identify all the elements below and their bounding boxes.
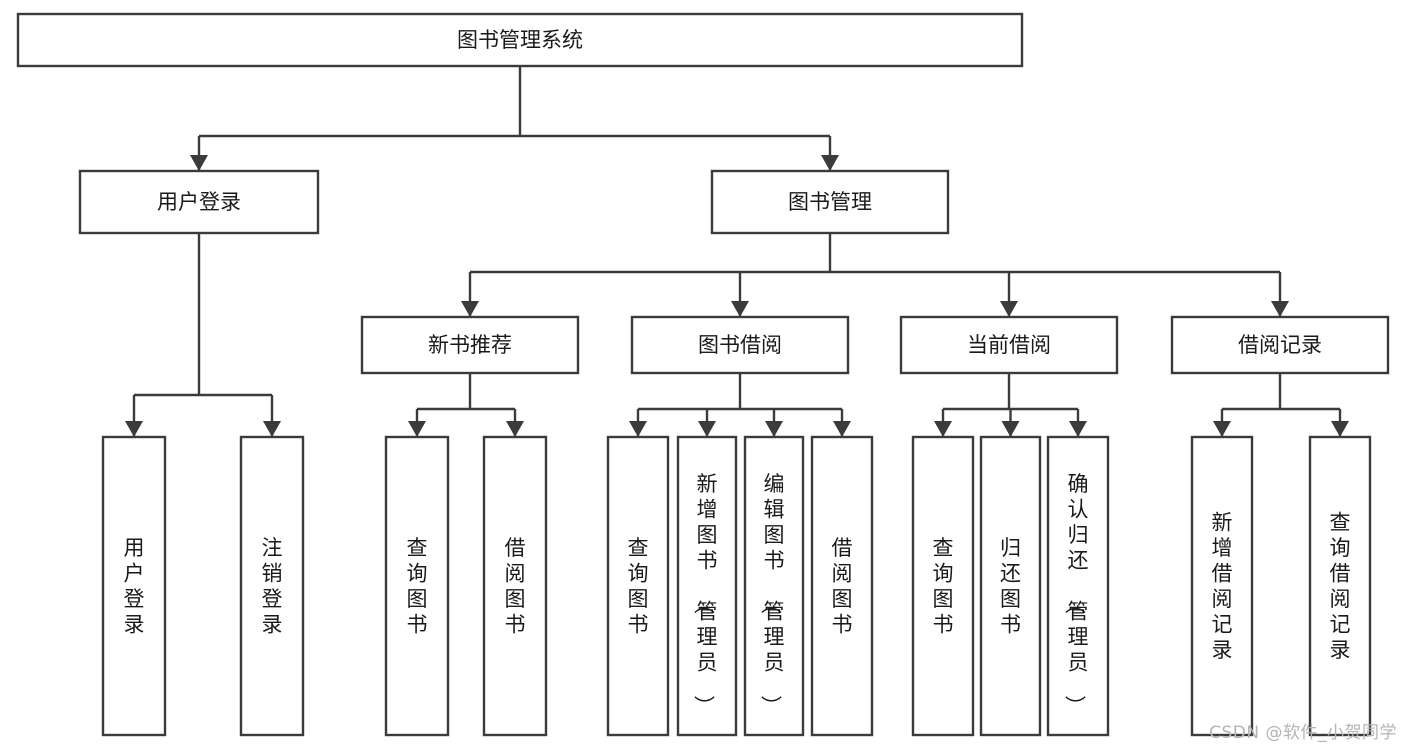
node-leaf-6-编辑图书管理员[interactable]: 编辑图书（管理员）	[743, 435, 805, 737]
arrow-head-icon	[934, 421, 952, 437]
node-box	[630, 315, 850, 375]
node-l3-3-借阅记录[interactable]: 借阅记录	[1170, 315, 1390, 375]
node-label: 图书管理系统	[457, 28, 583, 52]
node-box	[482, 435, 548, 737]
node-leaf-11-新增借阅记录[interactable]: 新增借阅记录	[1190, 435, 1254, 737]
node-box	[101, 435, 167, 737]
arrow-head-icon	[190, 155, 208, 171]
node-leaf-2-查询图书[interactable]: 查询图书	[384, 435, 450, 737]
nodes-layer: 图书管理系统用户登录图书管理新书推荐图书借阅当前借阅借阅记录用户登录注销登录查询…	[16, 12, 1390, 737]
node-label: 查询图书	[933, 536, 954, 637]
arrow-head-icon	[833, 421, 851, 437]
node-l3-1-图书借阅[interactable]: 图书借阅	[630, 315, 850, 375]
node-box	[384, 435, 450, 737]
node-label: 查询借阅记录	[1330, 510, 1351, 662]
arrow-head-icon	[1331, 421, 1349, 437]
arrow-head-icon	[1069, 421, 1087, 437]
watermark-text: CSDN @软件_小贺同学	[1209, 723, 1397, 743]
arrow-head-icon	[765, 421, 783, 437]
node-box	[1046, 435, 1110, 737]
node-box	[676, 435, 738, 737]
node-box	[899, 315, 1119, 375]
node-box	[1190, 435, 1254, 737]
arrow-head-icon	[1271, 301, 1289, 317]
node-l3-2-当前借阅[interactable]: 当前借阅	[899, 315, 1119, 375]
node-label: 新增借阅记录	[1212, 510, 1233, 662]
arrow-head-icon	[698, 421, 716, 437]
node-label: 用户登录	[124, 536, 145, 637]
node-box	[606, 435, 670, 737]
node-leaf-10-确认归还管理员[interactable]: 确认归还（管理员）	[1046, 435, 1110, 737]
node-box	[78, 169, 320, 235]
node-label: 用户登录	[157, 190, 241, 214]
arrow-head-icon	[125, 421, 143, 437]
node-label: 借阅记录	[1238, 333, 1322, 357]
node-box	[911, 435, 975, 737]
node-label: 查询图书	[628, 536, 649, 637]
node-box	[16, 12, 1024, 68]
arrow-head-icon	[821, 155, 839, 171]
node-label: 借阅图书	[505, 536, 526, 637]
node-leaf-8-查询图书[interactable]: 查询图书	[911, 435, 975, 737]
node-l2-1-图书管理[interactable]: 图书管理	[710, 169, 950, 235]
arrow-head-icon	[629, 421, 647, 437]
node-box	[1170, 315, 1390, 375]
node-label: 新书推荐	[428, 333, 512, 357]
node-l3-0-新书推荐[interactable]: 新书推荐	[360, 315, 580, 375]
node-box	[743, 435, 805, 737]
node-label: 归还图书	[1000, 536, 1021, 637]
node-box	[239, 435, 305, 737]
node-box	[810, 435, 874, 737]
node-label: 新增图书（管理员）	[692, 472, 718, 716]
node-leaf-7-借阅图书[interactable]: 借阅图书	[810, 435, 874, 737]
node-label: 查询图书	[407, 536, 428, 637]
node-label: 当前借阅	[967, 333, 1051, 357]
node-leaf-12-查询借阅记录[interactable]: 查询借阅记录	[1308, 435, 1372, 737]
arrow-head-icon	[1000, 301, 1018, 317]
node-box	[360, 315, 580, 375]
node-label: 确认归还（管理员）	[1063, 472, 1089, 716]
node-leaf-5-新增图书管理员[interactable]: 新增图书（管理员）	[676, 435, 738, 737]
node-label: 注销登录	[262, 536, 283, 637]
node-box	[1308, 435, 1372, 737]
node-label: 借阅图书	[832, 536, 853, 637]
arrow-head-icon	[461, 301, 479, 317]
node-leaf-4-查询图书[interactable]: 查询图书	[606, 435, 670, 737]
node-box	[979, 435, 1042, 737]
node-root-0-图书管理系统[interactable]: 图书管理系统	[16, 12, 1024, 68]
node-label: 图书借阅	[698, 333, 782, 357]
arrow-head-icon	[731, 301, 749, 317]
node-leaf-1-注销登录[interactable]: 注销登录	[239, 435, 305, 737]
arrow-head-icon	[263, 421, 281, 437]
node-label: 图书管理	[788, 190, 872, 214]
arrow-head-icon	[1213, 421, 1231, 437]
node-leaf-0-用户登录[interactable]: 用户登录	[101, 435, 167, 737]
node-leaf-9-归还图书[interactable]: 归还图书	[979, 435, 1042, 737]
connectors-layer	[125, 66, 1349, 437]
node-label: 编辑图书（管理员）	[759, 472, 785, 716]
node-l2-0-用户登录[interactable]: 用户登录	[78, 169, 320, 235]
arrow-head-icon	[408, 421, 426, 437]
node-box	[710, 169, 950, 235]
arrow-head-icon	[506, 421, 524, 437]
node-leaf-3-借阅图书[interactable]: 借阅图书	[482, 435, 548, 737]
arrow-head-icon	[1001, 421, 1020, 437]
